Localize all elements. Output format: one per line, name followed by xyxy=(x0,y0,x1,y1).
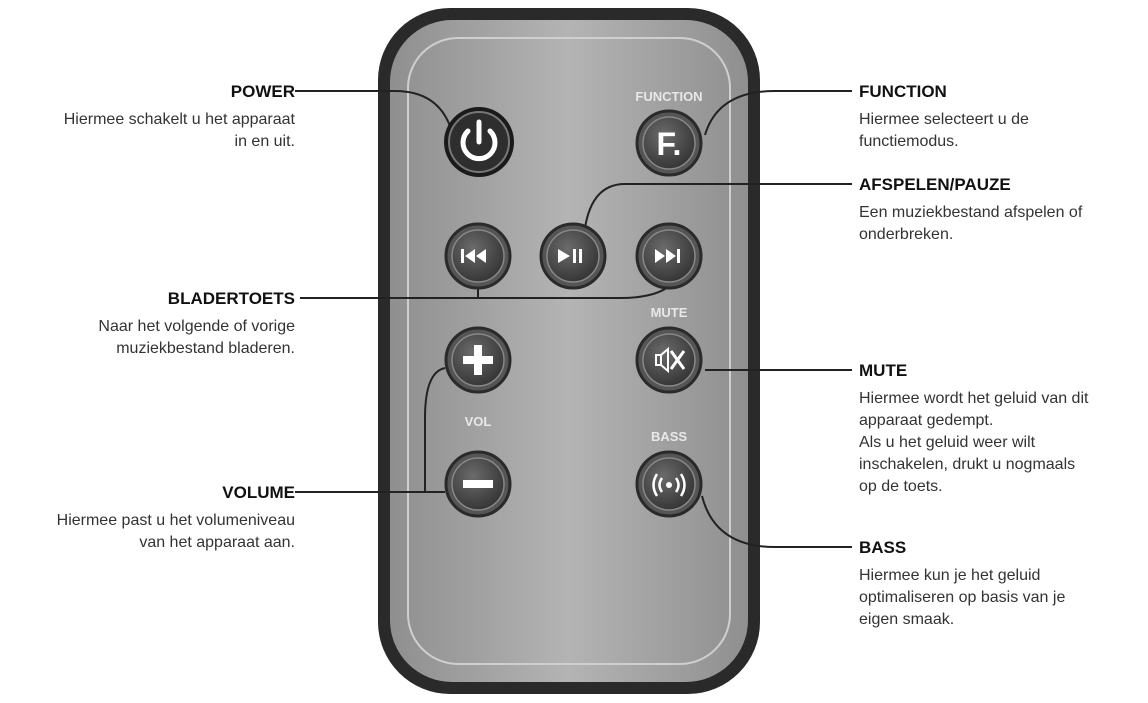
callout-volume-line: van het apparaat aan. xyxy=(139,534,295,551)
callout-bladertoets-line: Naar het volgende of vorige xyxy=(98,318,295,335)
callout-play-pause-line: onderbreken. xyxy=(859,226,954,243)
mute-speaker-icon xyxy=(655,346,686,374)
leader-lines xyxy=(295,90,852,548)
bass-button[interactable] xyxy=(635,450,703,518)
callout-power-line: Hiermee schakelt u het apparaat xyxy=(63,111,295,128)
function-button[interactable]: F. xyxy=(635,109,703,177)
callout-power-line: in en uit. xyxy=(234,133,295,150)
volume-down-button[interactable] xyxy=(444,450,512,518)
callout-mute: MUTE Hiermee wordt het geluid van dit ap… xyxy=(859,360,1146,498)
play-pause-leader xyxy=(584,183,852,229)
callout-function-line: Hiermee selecteert u de xyxy=(859,111,1029,128)
mute-label: MUTE xyxy=(651,305,688,320)
callout-volume: VOLUME Hiermee past u het volumeniveau v… xyxy=(0,482,295,554)
bass-waves-icon xyxy=(652,473,686,497)
callout-mute-line: inschakelen, drukt u nogmaals xyxy=(859,456,1076,473)
callout-mute-title: MUTE xyxy=(859,361,908,380)
skip-back-icon xyxy=(461,249,486,263)
callout-volume-title: VOLUME xyxy=(222,483,295,502)
next-button[interactable] xyxy=(635,222,703,290)
function-f-glyph: F. xyxy=(657,126,682,162)
remote-body xyxy=(378,8,760,694)
vol-up-leader xyxy=(295,367,446,493)
callout-power: POWER Hiermee schakelt u het apparaat in… xyxy=(0,81,295,153)
minus-icon xyxy=(463,480,493,488)
callout-mute-line: Als u het geluid weer wilt xyxy=(859,434,1036,451)
callout-function-title: FUNCTION xyxy=(859,82,947,101)
callout-function: FUNCTION Hiermee selecteert u de functie… xyxy=(859,81,1144,153)
callout-play-pause-line: Een muziekbestand afspelen of xyxy=(859,204,1083,221)
callout-mute-line: op de toets. xyxy=(859,478,943,495)
bass-label: BASS xyxy=(651,429,687,444)
function-leader xyxy=(704,90,852,136)
prev-button[interactable] xyxy=(444,222,512,290)
callout-power-title: POWER xyxy=(230,82,295,101)
callout-mute-line: Hiermee wordt het geluid van dit xyxy=(859,390,1089,407)
volume-up-button[interactable] xyxy=(444,326,512,394)
callout-play-pause: AFSPELEN/PAUZE Een muziekbestand afspele… xyxy=(859,174,1144,246)
callout-bass-line: Hiermee kun je het geluid xyxy=(859,567,1041,584)
callout-bass-line: eigen smaak. xyxy=(859,611,955,628)
skip-forward-icon xyxy=(655,249,680,263)
callout-function-line: functiemodus. xyxy=(859,133,959,150)
callout-volume-line: Hiermee past u het volumeniveau xyxy=(56,512,295,529)
power-icon xyxy=(460,119,498,162)
callout-bass-title: BASS xyxy=(859,538,907,557)
callout-bass: BASS Hiermee kun je het geluid optimalis… xyxy=(859,537,1144,631)
play-pause-icon xyxy=(558,249,582,263)
callout-bladertoets-title: BLADERTOETS xyxy=(167,289,295,308)
vol-label: VOL xyxy=(465,414,492,429)
callout-play-pause-title: AFSPELEN/PAUZE xyxy=(859,175,1011,194)
callout-bladertoets-line: muziekbestand bladeren. xyxy=(116,340,295,357)
power-leader xyxy=(295,90,453,133)
callout-bladertoets: BLADERTOETS Naar het volgende of vorige … xyxy=(0,288,295,360)
play-pause-button[interactable] xyxy=(539,222,607,290)
callout-bass-line: optimaliseren op basis van je xyxy=(859,589,1066,606)
mute-button[interactable] xyxy=(635,326,703,394)
callout-mute-line: apparaat gedempt. xyxy=(859,412,994,429)
function-label: FUNCTION xyxy=(635,89,702,104)
plus-icon xyxy=(463,345,493,375)
power-button[interactable] xyxy=(444,107,514,177)
bass-leader xyxy=(701,495,852,548)
